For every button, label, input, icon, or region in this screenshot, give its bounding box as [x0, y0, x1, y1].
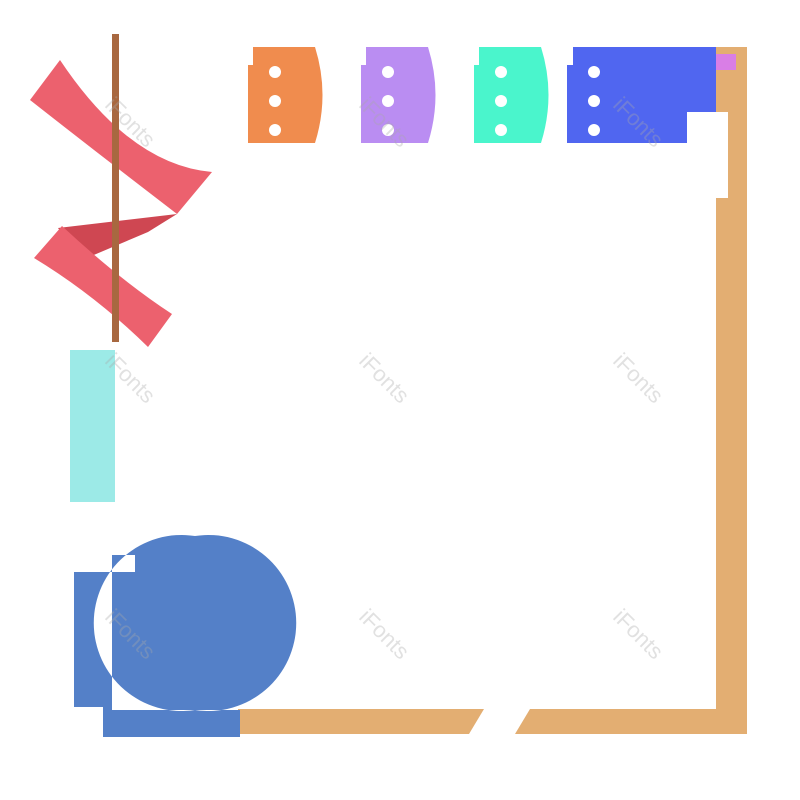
accent-magenta-square — [716, 54, 736, 70]
frame-notch — [716, 112, 728, 198]
corner-block-icon — [74, 535, 297, 737]
binder-tab-orange — [248, 47, 323, 143]
ribbon-pole — [112, 34, 119, 342]
frame-bottom-border-left — [238, 709, 484, 734]
binder-tab-blue — [567, 47, 716, 143]
binder-tab-purple — [361, 47, 436, 143]
aqua-bar — [70, 350, 115, 502]
binder-tab-teal — [474, 47, 549, 143]
frame-bottom-border-right — [515, 709, 747, 734]
